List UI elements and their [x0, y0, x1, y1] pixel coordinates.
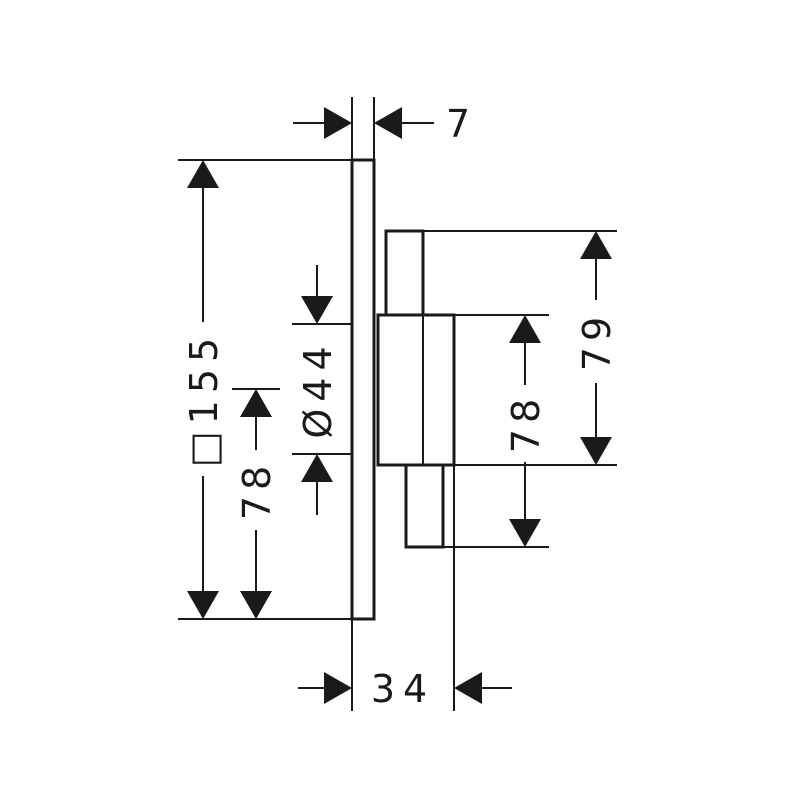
- dim-left-height: 78: [232, 388, 280, 619]
- dim-depth: 34: [298, 465, 512, 711]
- arrow-up: [240, 389, 272, 417]
- dim-label: 7: [446, 102, 470, 146]
- dim-plate-square: □155: [178, 159, 352, 620]
- dim-bore-diameter: Ø44: [292, 265, 352, 515]
- arrow-down: [187, 591, 219, 619]
- dim-label: 34: [371, 667, 435, 711]
- arrow-left: [374, 107, 402, 139]
- dim-label: 78: [235, 460, 279, 520]
- arrow-right: [324, 672, 352, 704]
- arrow-up: [509, 315, 541, 343]
- dim-label: □155: [182, 331, 226, 467]
- dim-right-outer-height: 79: [423, 230, 619, 466]
- arrow-right: [324, 107, 352, 139]
- dim-label: Ø44: [296, 339, 340, 438]
- arrow-down: [509, 519, 541, 547]
- upper-stem: [384, 229, 425, 317]
- dim-plate-thickness: 7: [293, 97, 470, 160]
- dim-label: 78: [504, 393, 548, 453]
- arrow-down: [240, 591, 272, 619]
- main-housing: [376, 313, 456, 467]
- arrow-down: [580, 437, 612, 465]
- arrow-up: [580, 231, 612, 259]
- part-body: [350, 158, 456, 621]
- arrow-down: [301, 296, 333, 324]
- cover-plate: [350, 158, 376, 621]
- arrow-up: [187, 160, 219, 188]
- lower-stem: [404, 463, 445, 549]
- dim-right-inner-height: 78: [443, 314, 549, 548]
- arrow-left: [454, 672, 482, 704]
- dim-label: 79: [575, 311, 619, 371]
- arrow-up: [301, 454, 333, 482]
